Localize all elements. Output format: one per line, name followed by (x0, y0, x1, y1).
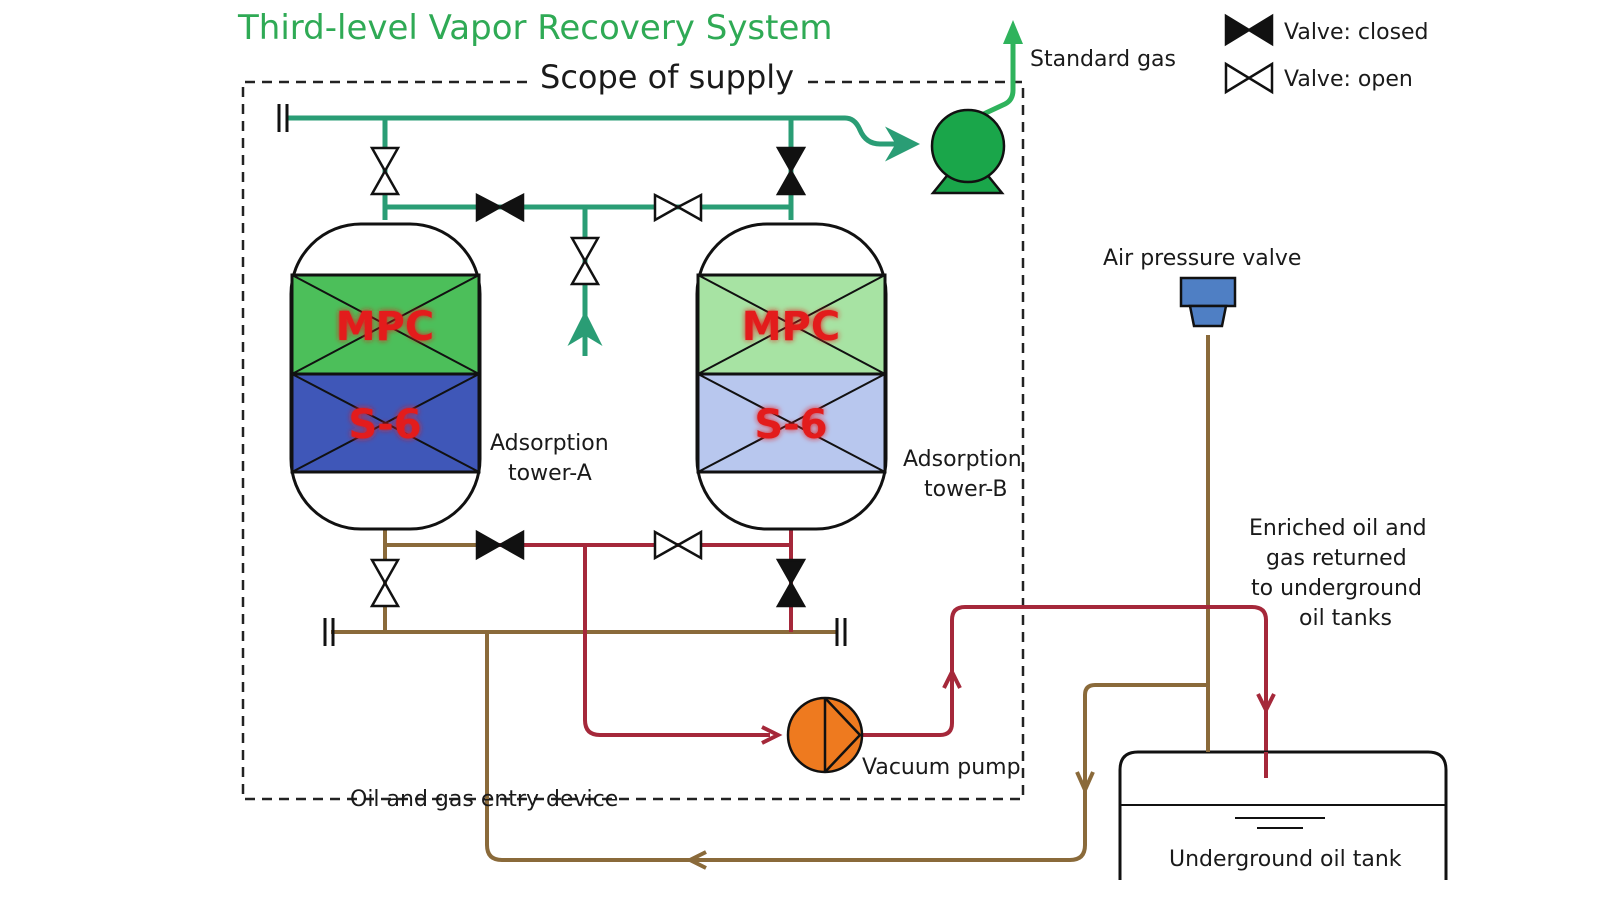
enriched-label-line3: to underground (1251, 576, 1422, 601)
air-pressure-valve (1179, 276, 1237, 328)
valve-open-top-cross-icon (653, 192, 681, 223)
vacuum-piping (487, 528, 1268, 778)
vacuum-flow-arrow-up (942, 667, 962, 689)
legend-open-valve-icon (1224, 61, 1274, 95)
entry-device-label: Oil and gas entry device (350, 787, 618, 812)
legend-closed-valve-icon (1224, 13, 1274, 47)
underground-oil-tank (1118, 750, 1448, 880)
tower-b-label-line2: tower-B (924, 477, 1008, 502)
oil-flow-arrow-down (1075, 771, 1095, 795)
vacuum-flow-arrow-down (1256, 693, 1276, 715)
standard-gas-pump (930, 108, 1006, 195)
valve-open-horizontal-group (653, 192, 703, 561)
legend-open-label: Valve: open (1284, 67, 1413, 92)
standard-gas-arrow (1003, 20, 1023, 44)
tower-a-label-line2: tower-A (508, 461, 592, 486)
scope-of-supply-label: Scope of supply (540, 58, 794, 96)
valve-closed-top-cross-icon (475, 192, 503, 223)
legend-closed-label: Valve: closed (1284, 20, 1429, 45)
valve-open-vertical-group (369, 146, 601, 608)
diagram-title: Third-level Vapor Recovery System (237, 8, 833, 48)
valve-open-bottom-a-icon (369, 558, 401, 586)
standard-gas-label: Standard gas (1030, 47, 1176, 72)
legend: Valve: closed Valve: open (1224, 13, 1429, 95)
tower-a-s6-label: S-6 (348, 402, 421, 448)
vacuum-pump-label: Vacuum pump (862, 755, 1021, 780)
vacuum-pump (786, 696, 864, 774)
pipe-end-caps-bottom (323, 618, 847, 646)
tower-b-s6-label: S-6 (754, 402, 827, 448)
air-pressure-valve-label: Air pressure valve (1103, 246, 1301, 271)
valve-closed-horizontal-group (475, 192, 525, 561)
vacuum-flow-arrow-in (761, 725, 783, 745)
enriched-label-line1: Enriched oil and (1249, 516, 1427, 541)
pipe-end-cap-top (277, 104, 289, 132)
scope-of-supply-boundary (241, 80, 1025, 801)
adsorption-tower-b: MPC S-6 (695, 222, 888, 531)
valve-open-top-a-icon (369, 146, 401, 174)
oil-flow-arrow-bottom (685, 850, 707, 870)
adsorption-tower-a: MPC S-6 (289, 222, 482, 531)
underground-tank-label: Underground oil tank (1169, 847, 1402, 872)
tower-b-mpc-label: MPC (742, 304, 840, 350)
valve-open-bottom-cross-icon (653, 529, 681, 561)
tower-a-mpc-label: MPC (336, 304, 434, 350)
enriched-label-line2: gas returned (1266, 546, 1407, 571)
tower-a-label-line1: Adsorption (490, 431, 609, 456)
valve-closed-bottom-cross-icon (475, 529, 503, 561)
valve-closed-vertical-group (775, 146, 807, 608)
tower-b-label-line1: Adsorption (903, 447, 1022, 472)
valve-open-purge-icon (569, 236, 601, 264)
enriched-label-line4: oil tanks (1299, 606, 1392, 631)
valve-closed-top-b-icon (775, 146, 807, 174)
standard-gas-outlet-pipe (973, 28, 1016, 121)
valve-closed-bottom-b-icon (775, 558, 807, 586)
